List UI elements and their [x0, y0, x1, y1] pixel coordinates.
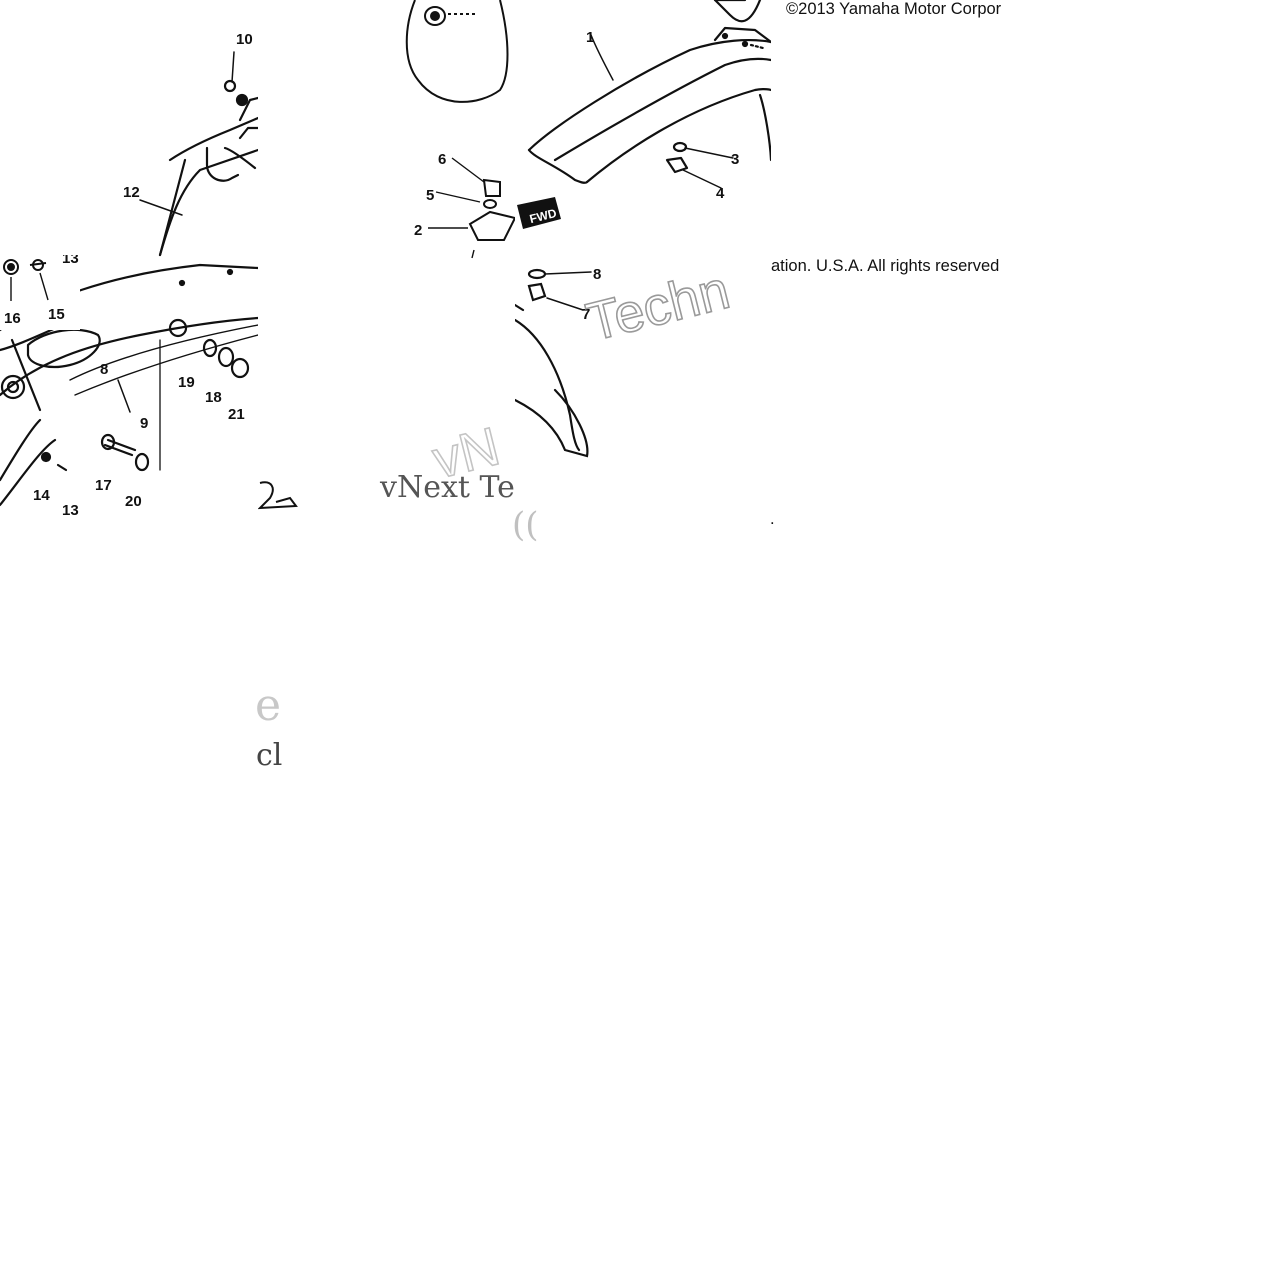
callout-8-right: 8: [593, 266, 601, 283]
callout-10: 10: [236, 31, 253, 48]
bracket-parts-drawing: 6 5 2: [414, 151, 515, 259]
rear-fender-tip-drawing: [405, 0, 509, 103]
callout-14: 14: [33, 487, 50, 504]
watermark-vnext: vNext Te: [380, 470, 515, 505]
callout-16: 16: [4, 310, 21, 327]
callout-2: 2: [414, 222, 422, 239]
callout-4: 4: [716, 185, 725, 202]
mid-left-tile: 16 15 13: [0, 255, 80, 330]
callout-21: 21: [228, 406, 245, 423]
copyright-line-2: ation. U.S.A. All rights reserved: [771, 257, 1000, 275]
watermark-fragment-paren: ((: [512, 505, 539, 545]
callout-17: 17: [95, 477, 112, 494]
callout-8: 8: [100, 361, 108, 378]
callout-3: 3: [731, 151, 739, 168]
callout-6: 6: [438, 151, 446, 168]
fwd-tag-label: FWD: [528, 206, 558, 226]
fwd-tag-drawing: FWD: [517, 197, 561, 229]
callout-15: 15: [48, 306, 65, 323]
watermark-vn: vN: [426, 415, 506, 480]
center-top-tile: [400, 0, 515, 120]
callout-9: 9: [140, 415, 148, 432]
callout-18: 18: [205, 389, 222, 406]
fwd-tag-tile: FWD: [515, 195, 565, 240]
rear-fender-drawing: 1 3 4: [527, 0, 771, 202]
copyright-line-1: ©2013 Yamaha Motor Corpor: [786, 0, 1002, 18]
watermark-techn-text: Techn: [581, 260, 735, 340]
bolt-fragment-drawing: 16 15 13: [3, 255, 79, 327]
callout-20: 20: [125, 493, 142, 510]
rear-fender-lower-drawing: 8 7: [515, 266, 601, 458]
callout-19: 19: [178, 374, 195, 391]
lower-right-tile: 8 7: [515, 260, 771, 520]
watermark-fragment-cl: cl: [256, 738, 283, 773]
callout-1: 1: [586, 29, 594, 46]
callout-13-lower: 13: [62, 502, 79, 515]
callout-13-upper: 13: [62, 255, 79, 267]
callout-7: 7: [582, 306, 590, 323]
watermark-fragment-e: e: [255, 680, 282, 731]
watermark-techn: Techn: [580, 259, 736, 340]
copyright-period: .: [770, 510, 775, 528]
bracket-fragment-tile: [258, 478, 303, 518]
callout-5: 5: [426, 187, 434, 204]
bracket-tile: 6 5 2: [400, 140, 515, 260]
callout-12: 12: [123, 184, 140, 201]
bracket-fragment-drawing: [258, 481, 298, 510]
